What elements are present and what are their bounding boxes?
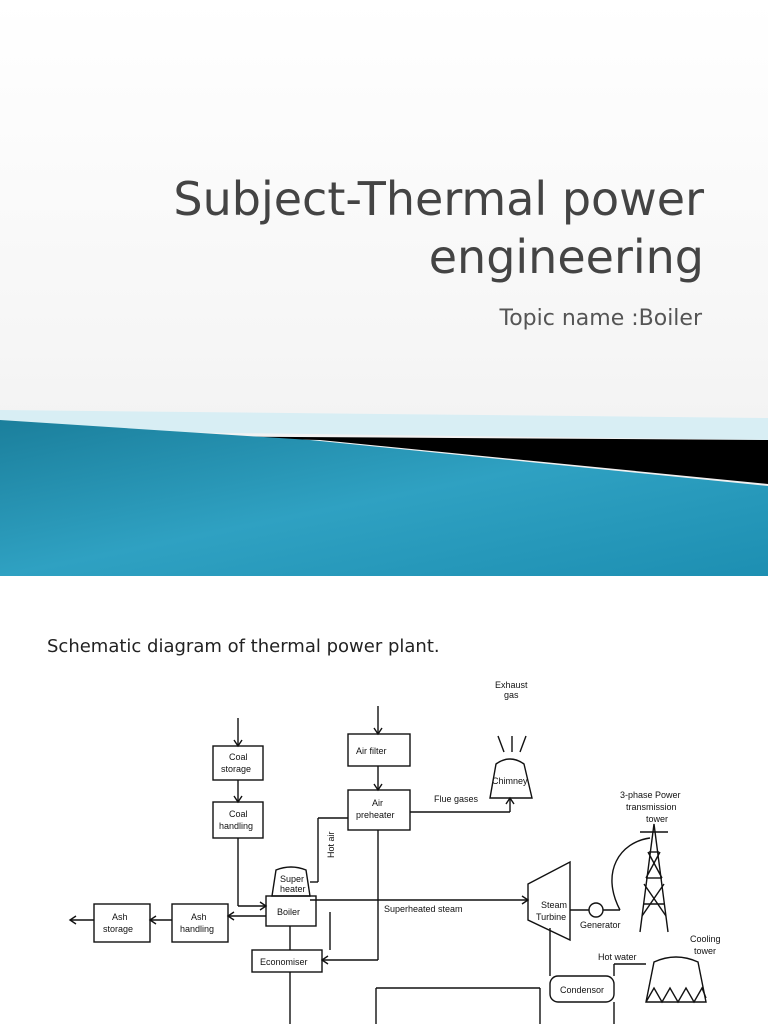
label-air-filter: Air filter [356, 746, 387, 756]
transmission-tower-shape [639, 823, 669, 933]
label-cooling-tower-1: Cooling [690, 934, 721, 944]
diagram-slide: Schematic diagram of thermal power plant… [0, 576, 768, 1024]
label-ash-handling-1: Ash [191, 912, 207, 922]
label-super-heater-1: Super [280, 874, 304, 884]
label-chimney: Chimney [492, 776, 528, 786]
label-coal-handling-2: handling [219, 821, 253, 831]
ash-handling-box [171, 903, 229, 943]
title-line-2: engineering [428, 230, 704, 284]
label-steam-turbine-2: Turbine [536, 912, 566, 922]
label-boiler: Boiler [277, 907, 300, 917]
coal-handling-box [212, 801, 264, 839]
label-coal-storage-1: Coal [229, 752, 248, 762]
label-ash-storage-2: storage [103, 924, 133, 934]
label-coal-storage-2: storage [221, 764, 251, 774]
label-tower-3: tower [646, 814, 668, 824]
slide-subtitle: Topic name :Boiler [499, 306, 702, 331]
slide-title: Subject-Thermal power engineering [173, 170, 704, 286]
label-hot-water: Hot water [598, 952, 637, 962]
thermal-plant-schematic: Exhaust gas Chimney Air filter Coal stor… [68, 680, 721, 1024]
air-preheater-box [347, 789, 411, 831]
boiler-box [265, 895, 317, 927]
label-flue-gases: Flue gases [434, 794, 479, 804]
label-condensor: Condensor [560, 985, 604, 995]
cooling-tower-shape [645, 956, 707, 1003]
decorative-teal-band [0, 410, 768, 576]
label-air-preheater-2: preheater [356, 810, 395, 820]
title-slide: Subject-Thermal power engineering Topic … [0, 0, 768, 576]
label-air-preheater-1: Air [372, 798, 383, 808]
label-tower-1: 3-phase Power [620, 790, 681, 800]
condensor-box [549, 975, 615, 1003]
generator-symbol [588, 902, 604, 918]
label-exhaust-gas: gas [504, 690, 519, 700]
label-exhaust: Exhaust [495, 680, 528, 690]
ash-storage-box [93, 903, 151, 943]
economiser-box [251, 949, 323, 973]
title-line-1: Subject-Thermal power [173, 172, 704, 226]
label-ash-handling-2: handling [180, 924, 214, 934]
label-steam-turbine-1: Steam [541, 900, 567, 910]
label-economiser: Economiser [260, 957, 308, 967]
chimney-shape [489, 758, 533, 799]
label-hot-air: Hot air [326, 831, 336, 858]
steam-turbine-shape [527, 860, 571, 942]
label-ash-storage-1: Ash [112, 912, 128, 922]
super-heater-shape [271, 866, 311, 897]
label-superheated-steam: Superheated steam [384, 904, 463, 914]
label-super-heater-2: heater [280, 884, 306, 894]
label-cooling-tower-2: tower [694, 946, 716, 956]
label-coal-handling-1: Coal [229, 809, 248, 819]
air-filter-box [347, 733, 411, 767]
diagram-caption: Schematic diagram of thermal power plant… [47, 636, 440, 657]
label-tower-2: transmission [626, 802, 677, 812]
label-generator: Generator [580, 920, 621, 930]
